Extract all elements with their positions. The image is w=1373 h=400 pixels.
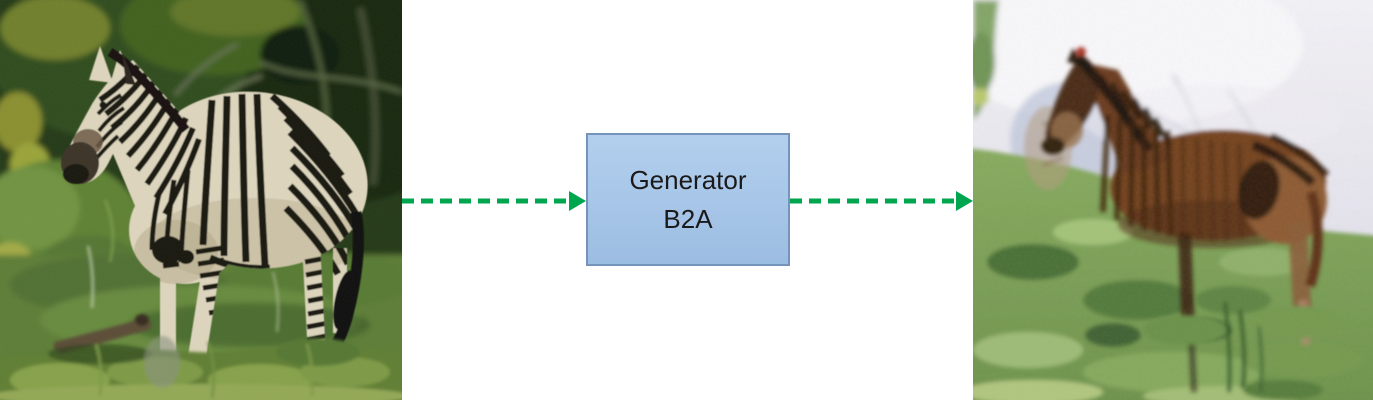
arrowhead-icon	[956, 191, 973, 211]
generator-b2a-box: Generator B2A	[586, 133, 790, 266]
generator-box-label-line1: Generator	[629, 164, 747, 195]
arrowhead-icon	[569, 191, 586, 211]
input-arrow	[402, 191, 586, 211]
output-generated-horse-image	[943, 0, 1373, 400]
generated-horse-illustration	[943, 0, 1373, 400]
zebra-photo-illustration	[0, 0, 490, 400]
generator-box-label-line2: B2A	[663, 203, 713, 234]
input-zebra-image	[0, 0, 490, 400]
output-arrow	[790, 191, 973, 211]
